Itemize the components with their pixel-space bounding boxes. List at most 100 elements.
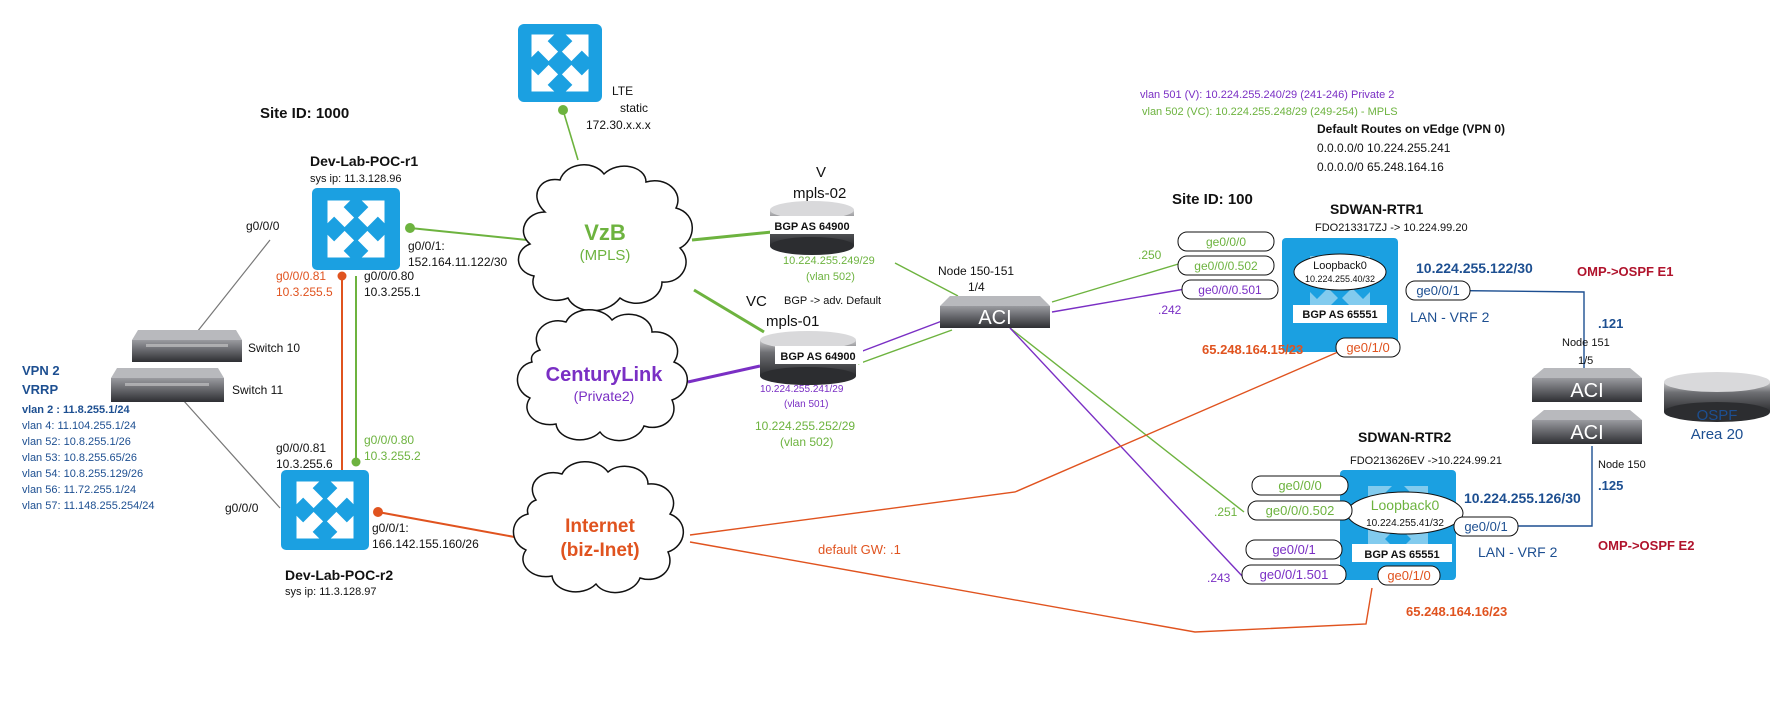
rtr2-bgp: BGP AS 65551: [1364, 549, 1439, 561]
rtr1-loop: Loopback0: [1313, 260, 1367, 272]
r1-g001-if: g0/0/1:: [408, 239, 445, 253]
rtr2-if-1-pill[interactable]: [1247, 500, 1353, 521]
switch11[interactable]: [111, 368, 224, 402]
rtr1-ge001-pill[interactable]: [1405, 280, 1471, 301]
link-vzb-mpls01: [693, 288, 765, 334]
mpls02-router[interactable]: [770, 201, 854, 255]
rtr1-public: 65.248.164.15/23: [1202, 342, 1303, 357]
rtr2-lan-net: 10.224.255.126/30: [1464, 490, 1581, 506]
mpls01-vlan2: (vlan 502): [780, 435, 833, 449]
ospf-router[interactable]: [1664, 372, 1770, 422]
rtr2-ge001-pill[interactable]: [1453, 516, 1519, 537]
r1-g001-ip: 152.164.11.122/30: [408, 255, 508, 269]
r2-g0081-ip: 10.3.255.6: [276, 457, 333, 471]
rtr2-loop: Loopback0: [1371, 497, 1440, 513]
r2-80-endpoint: [351, 457, 361, 467]
rtr1-lan-net: 10.224.255.122/30: [1416, 260, 1533, 276]
mpls02-vlan: (vlan 502): [806, 271, 855, 283]
aci-right-label2: ACI: [1570, 422, 1603, 444]
router-icon: [312, 188, 400, 270]
aci-center-node: Node 150-151: [938, 264, 1014, 278]
link-centurylink-mpls01: [687, 364, 761, 384]
aci-node150: Node 150: [1598, 459, 1646, 471]
centurylink-cloud: CenturyLink (Private2): [516, 309, 689, 442]
link-r1-switch10: [196, 239, 271, 333]
aci-center-switch[interactable]: [940, 296, 1050, 328]
vlan-item-3: vlan 53: 10.8.255.65/26: [22, 452, 137, 464]
rtr1-if-1-pill[interactable]: [1177, 255, 1275, 276]
lte-line2: static: [620, 101, 648, 115]
r1-g0080-ip: 10.3.255.1: [364, 285, 421, 299]
mpls01-ip2: 10.224.255.252/29: [755, 419, 855, 433]
mpls01-router[interactable]: [760, 331, 863, 385]
rtr1-device[interactable]: [1282, 238, 1398, 352]
rtr2-if-2-pill[interactable]: [1245, 539, 1343, 560]
aci-right-label1: ACI: [1570, 380, 1603, 402]
default-gw: default GW: .1: [818, 542, 901, 557]
rtr1-ge010-pill[interactable]: [1335, 337, 1401, 358]
rtr2-name: SDWAN-RTR2: [1358, 429, 1452, 445]
r2-if-left: g0/0/0: [225, 501, 259, 515]
aci-right-switch-1[interactable]: [1532, 368, 1642, 402]
link-mpls01-aci-2: [857, 329, 953, 365]
r1-sysip: sys ip: 11.3.128.96: [310, 173, 402, 185]
vpn-title: VPN 2: [22, 363, 60, 378]
aci-center-port: 1/4: [968, 280, 985, 294]
link-lte: [562, 109, 579, 161]
link-mpls01-aci: [859, 317, 951, 353]
r2-name: Dev-Lab-POC-r2: [285, 567, 393, 583]
ospf-area: Area 20: [1691, 426, 1744, 443]
mpls01-bgp: BGP AS 64900: [780, 351, 855, 363]
mpls01-ip: 10.224.255.241/29: [760, 384, 844, 395]
switch10[interactable]: [132, 330, 242, 362]
vlan-item-2: vlan 52: 10.8.255.1/26: [22, 436, 131, 448]
mpls02-title1: V: [816, 164, 826, 181]
link-internet-rtr2: [689, 541, 1373, 633]
rtr2-ge001: ge0/0/1: [1464, 519, 1507, 534]
r1-name: Dev-Lab-POC-r1: [310, 153, 418, 169]
r2-g0080-ip: 10.3.255.2: [364, 449, 421, 463]
vzb-cloud: VzB (MPLS): [517, 164, 693, 312]
rtr1-if-0-pill[interactable]: [1177, 231, 1275, 252]
rtr1-serial: FDO213317ZJ -> 10.224.99.20: [1315, 222, 1468, 234]
rtr2-ge010-pill[interactable]: [1377, 565, 1441, 586]
aci-right-switch-2[interactable]: [1532, 410, 1642, 444]
vlan-item-1: vlan 4: 11.104.255.1/24: [22, 420, 136, 432]
rtr2-if-3-pill[interactable]: [1241, 564, 1347, 585]
rtr2-if-0-pill[interactable]: [1251, 475, 1349, 496]
link-mpls02-aci: [894, 262, 959, 297]
vlan-item-0: vlan 2 : 11.8.255.1/24: [22, 404, 131, 416]
r2-g0080-if: g0/0/0.80: [364, 433, 414, 447]
site2-id: Site ID: 100: [1172, 191, 1253, 208]
rtr2-if-0: ge0/0/0: [1278, 478, 1321, 493]
lte-line3: 172.30.x.x.x: [586, 118, 651, 132]
routes-title: Default Routes on vEdge (VPN 0): [1317, 122, 1505, 136]
rtr1-if-1: ge0/0/0.502: [1194, 259, 1258, 273]
mpls01-bgp-note: BGP -> adv. Default: [784, 295, 881, 307]
aci-node151: Node 151: [1562, 337, 1610, 349]
rtr1-lan-vrf: LAN - VRF 2: [1410, 309, 1490, 325]
centurylink-name: CenturyLink: [546, 364, 664, 386]
vrrp-title: VRRP: [22, 382, 58, 397]
rtr2-device[interactable]: [1340, 470, 1464, 580]
rtr1-loop-ip: 10.224.255.40/32: [1305, 274, 1375, 284]
ospf-name: OSPF: [1697, 407, 1738, 424]
route-2: 0.0.0.0/0 65.248.164.16: [1317, 160, 1444, 174]
rtr2-host-243: .243: [1207, 571, 1231, 585]
cloud-icon: [516, 309, 689, 442]
vlan-item-4: vlan 54: 10.8.255.129/26: [22, 468, 143, 480]
mpls01-vlan: (vlan 501): [784, 399, 828, 410]
centurylink-sub: (Private2): [574, 388, 635, 404]
link-r1-vzb: [409, 227, 528, 241]
r1-81-endpoint: [337, 271, 347, 281]
rtr1-if-2-pill[interactable]: [1181, 279, 1279, 300]
r1-device[interactable]: [312, 188, 400, 270]
internet-cloud: Internet (biz-Inet): [512, 461, 685, 594]
r2-g0081-if: g0/0/0.81: [276, 441, 326, 455]
r2-device[interactable]: [281, 470, 369, 550]
aci-switch-icon: [1532, 368, 1642, 378]
mpls02-title2: mpls-02: [793, 185, 846, 202]
internet-name: Internet: [565, 516, 635, 537]
cloud-icon: [512, 461, 685, 594]
